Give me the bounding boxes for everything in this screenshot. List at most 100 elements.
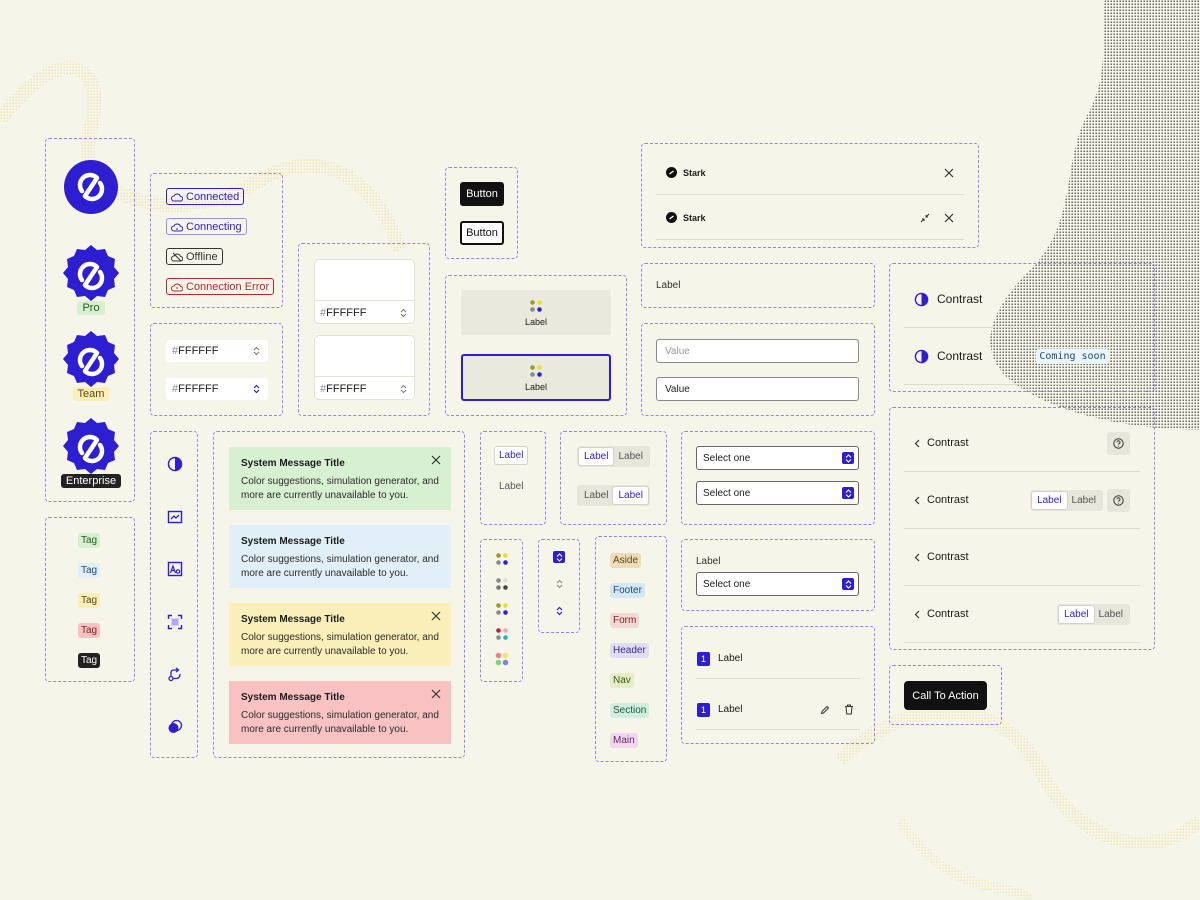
labeled-select-dropdown[interactable]: Select one bbox=[696, 572, 859, 596]
call-to-action-button[interactable]: Call To Action bbox=[904, 681, 987, 710]
overlap-icon[interactable] bbox=[167, 719, 183, 735]
message-body: Color suggestions, simulation generator,… bbox=[241, 632, 439, 657]
placeholder-field[interactable]: Value bbox=[656, 339, 859, 363]
chevron-left-icon[interactable] bbox=[914, 553, 920, 562]
segment-option[interactable]: Label bbox=[1071, 494, 1096, 506]
contrast-icon[interactable] bbox=[167, 456, 183, 472]
nav-segmented-control[interactable]: Label Label bbox=[1057, 603, 1130, 625]
status-error-label: Connection Error bbox=[186, 280, 270, 293]
stepper-icon[interactable] bbox=[400, 384, 407, 394]
status-offline: Offline bbox=[166, 248, 223, 265]
swatch-card-2[interactable]: #FFFFFF bbox=[314, 335, 415, 400]
image-view-icon[interactable] bbox=[167, 509, 183, 525]
palette-tile-2-selected[interactable]: Label bbox=[461, 354, 611, 401]
message-title: System Message Title bbox=[241, 458, 345, 469]
toggle-label-panel: Label Label bbox=[480, 431, 546, 525]
stepper-icon[interactable] bbox=[400, 308, 407, 318]
stepper-gray-icon[interactable] bbox=[556, 579, 563, 589]
stepper-accent-icon[interactable] bbox=[556, 606, 563, 616]
message-warning: System Message Title Color suggestions, … bbox=[229, 603, 451, 666]
color-input-2[interactable]: #FFFFFF bbox=[166, 378, 268, 400]
palette-tile-label-2: Label bbox=[524, 381, 548, 392]
tag-yellow: Tag bbox=[78, 593, 101, 608]
contrast-row-2[interactable]: Contrast Coming soon bbox=[904, 328, 1140, 385]
message-error: System Message Title Color suggestions, … bbox=[229, 681, 451, 744]
nav-row-2[interactable]: Contrast Label Label bbox=[904, 472, 1140, 529]
help-button[interactable] bbox=[1107, 431, 1130, 455]
segmented-control-2[interactable]: Label Label bbox=[577, 485, 650, 506]
nav-row-3[interactable]: Contrast bbox=[904, 529, 1140, 586]
cloud-off-icon bbox=[171, 252, 183, 261]
segment-option[interactable]: Label bbox=[618, 451, 643, 462]
message-body: Color suggestions, simulation generator,… bbox=[241, 476, 439, 501]
palette-swatch-icon[interactable] bbox=[495, 602, 509, 616]
palette-blur-icon[interactable] bbox=[495, 652, 509, 666]
list-item[interactable]: 1 Label bbox=[696, 690, 860, 730]
stepper-icon[interactable] bbox=[253, 346, 260, 356]
tags-panel: Tag Tag Tag Tag Tag bbox=[45, 517, 135, 682]
help-button[interactable] bbox=[1107, 488, 1130, 512]
list-item[interactable]: 1 Label bbox=[696, 639, 860, 679]
palette-grayscale-icon[interactable] bbox=[495, 577, 509, 591]
tag-dark: Tag bbox=[78, 653, 101, 668]
primary-button[interactable]: Button bbox=[460, 182, 504, 206]
chevron-left-icon[interactable] bbox=[914, 610, 920, 619]
text-field-panel: Value Value bbox=[641, 323, 875, 416]
contrast-row-1[interactable]: Contrast bbox=[904, 271, 1140, 328]
segmented-control-1[interactable]: Label Label bbox=[577, 446, 650, 467]
chevron-left-icon[interactable] bbox=[914, 496, 920, 505]
message-success: System Message Title Color suggestions, … bbox=[229, 447, 451, 510]
palette-tile-1[interactable]: Label bbox=[461, 290, 611, 335]
close-icon[interactable] bbox=[431, 455, 441, 465]
palette-dots-icon bbox=[530, 364, 542, 377]
segment-option[interactable]: Label bbox=[613, 487, 648, 504]
segment-option[interactable]: Label bbox=[584, 490, 609, 501]
stark-name: Stark bbox=[683, 212, 706, 223]
segment-option[interactable]: Label bbox=[579, 448, 614, 465]
swatch-card-1[interactable]: #FFFFFF bbox=[314, 259, 415, 324]
palette-swatch-icon[interactable] bbox=[495, 552, 509, 566]
edit-icon[interactable] bbox=[820, 705, 830, 715]
close-icon[interactable] bbox=[944, 168, 954, 178]
minimize-icon[interactable] bbox=[920, 213, 930, 223]
message-title: System Message Title bbox=[241, 536, 345, 547]
landmark-form: Form bbox=[610, 613, 640, 628]
status-connected-label: Connected bbox=[186, 190, 240, 203]
chevron-left-icon[interactable] bbox=[914, 439, 920, 448]
nav-row-1[interactable]: Contrast bbox=[904, 415, 1140, 472]
tag-red: Tag bbox=[78, 623, 101, 638]
stepper-active-icon[interactable] bbox=[253, 384, 260, 394]
trash-icon[interactable] bbox=[844, 704, 854, 715]
tool-icons-panel bbox=[150, 431, 198, 758]
palette-red-cyan-icon[interactable] bbox=[495, 627, 509, 641]
stepper-filled-icon[interactable] bbox=[553, 551, 565, 563]
segment-option[interactable]: Label bbox=[1032, 491, 1067, 509]
select-dropdown-1[interactable]: Select one bbox=[696, 446, 859, 470]
select-dropdown-2[interactable]: Select one bbox=[696, 481, 859, 505]
toggle-label-active[interactable]: Label bbox=[495, 447, 528, 464]
stepper-icons-panel bbox=[538, 539, 580, 633]
image-text-icon[interactable] bbox=[167, 561, 183, 577]
close-icon[interactable] bbox=[431, 689, 441, 699]
select-label: Label bbox=[696, 556, 721, 567]
nav-row-4[interactable]: Contrast Label Label bbox=[904, 586, 1140, 643]
segment-option[interactable]: Label bbox=[1059, 605, 1094, 623]
message-body: Color suggestions, simulation generator,… bbox=[241, 554, 439, 579]
focus-icon[interactable] bbox=[167, 614, 183, 630]
value-field[interactable]: Value bbox=[656, 377, 859, 401]
close-icon[interactable] bbox=[431, 611, 441, 621]
close-icon[interactable] bbox=[944, 213, 954, 223]
message-title: System Message Title bbox=[241, 692, 345, 703]
cloud-error-icon bbox=[171, 283, 183, 291]
toggle-label-inactive[interactable]: Label bbox=[499, 481, 524, 492]
segment-option[interactable]: Label bbox=[1098, 608, 1123, 620]
numbered-list-panel: 1 Label 1 Label bbox=[681, 626, 875, 744]
logo-team: Team bbox=[46, 329, 136, 401]
secondary-button[interactable]: Button bbox=[460, 221, 504, 245]
nav-segmented-control[interactable]: Label Label bbox=[1030, 489, 1103, 511]
landmark-main: Main bbox=[610, 733, 638, 748]
flow-icon[interactable] bbox=[167, 666, 183, 682]
cloud-sync-icon bbox=[171, 223, 183, 231]
tag-blue: Tag bbox=[78, 563, 101, 578]
color-input-1[interactable]: #FFFFFF bbox=[166, 340, 268, 362]
